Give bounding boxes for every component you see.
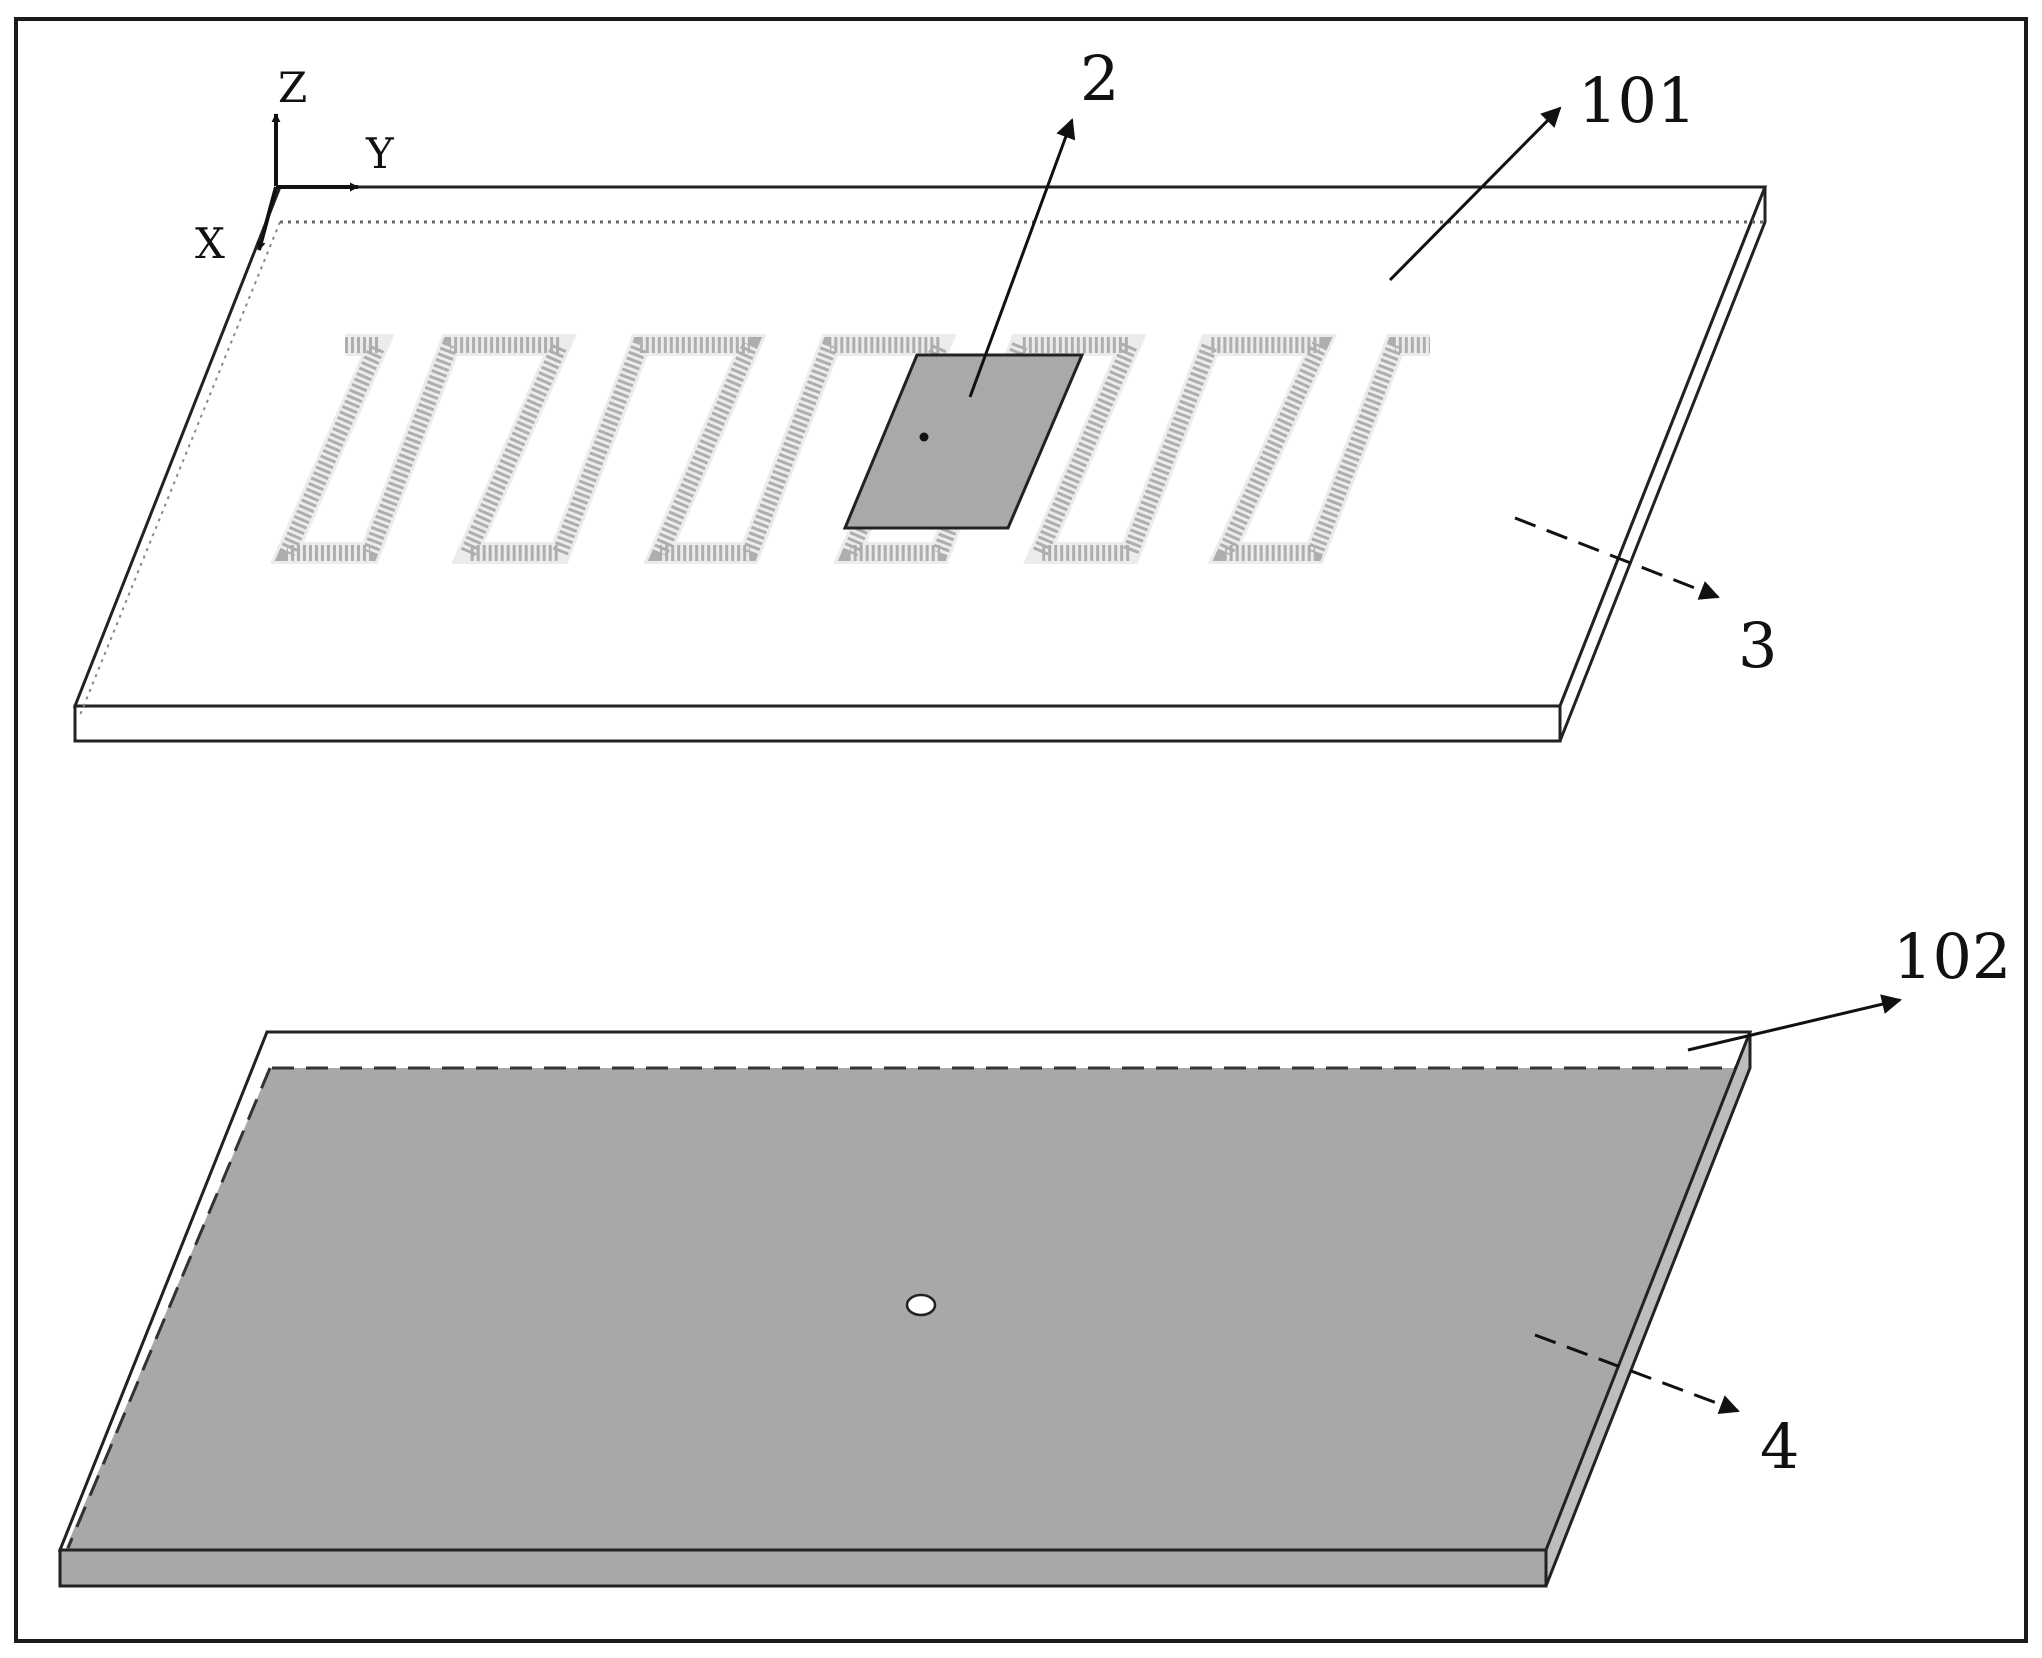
ground-plane-leader-arrow: [1534, 1333, 1740, 1415]
y-axis-label: Y: [365, 129, 395, 178]
top-substrate-side-edge: [1558, 186, 1767, 742]
ground-plane: [65, 1068, 1745, 1550]
meander-slot-leader-arrow: [1514, 516, 1720, 600]
figure-frame: [14, 17, 2028, 1643]
top-substrate-leader-arrow: [1388, 106, 1562, 282]
callouts: 2 101 3 102 4: [968, 42, 2011, 1483]
patch-callout-label: 2: [1080, 42, 1119, 115]
x-axis-arrow: [256, 186, 278, 251]
bottom-substrate: [57, 1030, 1753, 1588]
x-axis-label: X: [195, 219, 225, 268]
ground-plane-callout-label: 4: [1760, 1410, 1799, 1483]
top-substrate-hidden-edge-left: [79, 221, 281, 716]
top-substrate-front-edge: [73, 704, 1562, 743]
top-substrate-callout-label: 101: [1578, 64, 1696, 137]
coordinate-axes: Z Y X: [195, 63, 395, 268]
bottom-substrate-side-edge: [1544, 1031, 1752, 1587]
meander-slot-outline: [270, 334, 1430, 564]
feed-via-hole: [905, 1293, 937, 1317]
bottom-substrate-leader-arrow: [1687, 994, 1902, 1052]
radiating-patch: [842, 353, 1085, 530]
z-axis-label: Z: [278, 63, 307, 112]
ground-plane-dashed-left: [66, 1067, 272, 1549]
patch-leader-arrow: [968, 118, 1076, 398]
bottom-substrate-front-edge: [58, 1548, 1548, 1588]
feed-point: [919, 432, 929, 442]
meander-slot-callout-label: 3: [1738, 609, 1777, 682]
bottom-substrate-callout-label: 102: [1893, 920, 2011, 993]
meander-slot: [274, 337, 1430, 561]
